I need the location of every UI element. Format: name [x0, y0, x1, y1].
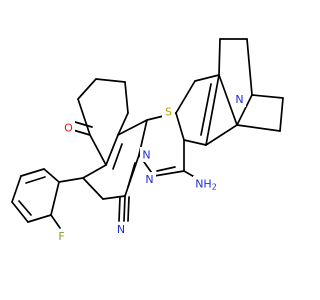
- fused-nitrogen-label: N: [142, 149, 150, 162]
- fluorine-label: F: [58, 230, 64, 243]
- amine-label-main: NH: [195, 177, 212, 190]
- thiophene-ring: [175, 74, 238, 146]
- nitrile-group: [118, 195, 130, 222]
- amine-label-subscript: 2: [212, 182, 217, 191]
- nitrile-nitrogen-label: N: [117, 223, 125, 236]
- bridgehead-nitrogen-label: N: [235, 93, 243, 106]
- quinuclidine-cage: [218, 38, 284, 132]
- dihydropyridine-ring: [82, 119, 148, 200]
- cyclohexenone-ring: [72, 78, 129, 166]
- imine-nitrogen-label: N: [145, 173, 153, 186]
- molecule-structure-canvas: N S N N NH2 O N F: [11, 38, 284, 244]
- atom-labels: N S N N NH2 O N F: [55, 92, 246, 244]
- fluorophenyl-ring: [11, 168, 84, 229]
- ketone-oxygen-label: O: [64, 122, 73, 135]
- amine-label: NH2: [195, 177, 217, 191]
- sulfur-label: S: [165, 106, 172, 119]
- molecule-svg: N S N N NH2 O N F: [11, 38, 284, 244]
